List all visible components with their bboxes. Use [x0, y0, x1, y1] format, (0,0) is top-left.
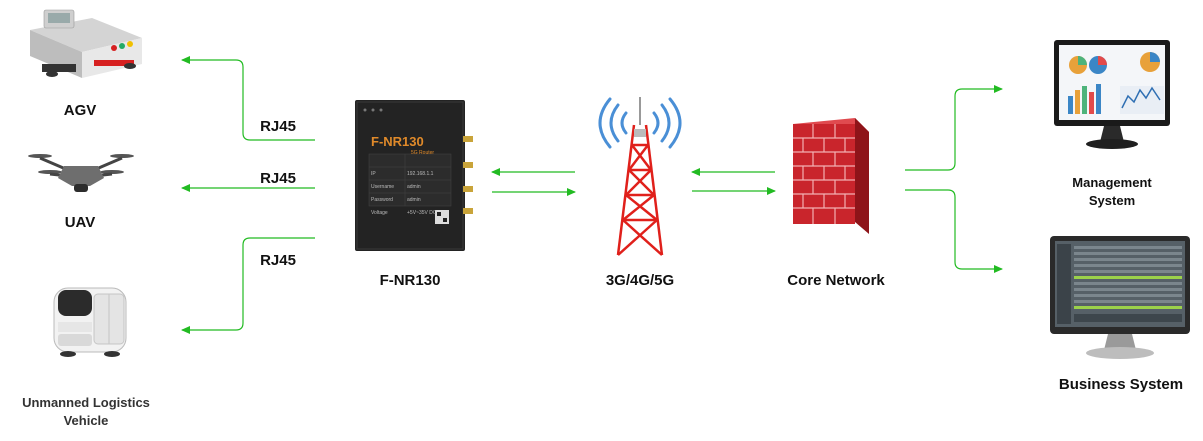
router-label: F-NR130 [379, 272, 441, 289]
link-business [905, 189, 1003, 273]
rj45-label-agv: RJ45 [260, 118, 296, 135]
link-logistics [181, 237, 315, 334]
link-management [905, 85, 1003, 171]
firewall-icon [793, 118, 869, 238]
rj45-label-logistics: RJ45 [260, 252, 296, 269]
management-label-line1: Management [1072, 175, 1152, 190]
spec-value: admin [407, 197, 421, 203]
spec-key: IP [371, 171, 376, 177]
cell-tower-icon [590, 95, 690, 260]
router-spec-row: Voltage +5V~35V DC [371, 207, 451, 220]
spec-key: Username [371, 184, 395, 190]
uav-image [28, 148, 134, 194]
core-network-label: Core Network [787, 272, 885, 289]
spec-value: 192.168.1.1 [407, 171, 434, 177]
management-label-line2: System [1088, 193, 1136, 208]
router-device: F-NR130 5G Router IP 192.168.1.1 Username… [355, 98, 477, 253]
router-panel-title: F-NR130 [371, 134, 424, 149]
logistics-label-line1: Unmanned Logistics [22, 395, 150, 410]
router-spec-row: IP 192.168.1.1 [371, 168, 451, 181]
uav-label: UAV [64, 214, 96, 231]
router-spec-table: IP 192.168.1.1 Username admin Password admi… [371, 168, 451, 220]
logistics-vehicle-image [48, 282, 132, 362]
business-system-label: Business System [1058, 376, 1184, 393]
logistics-label-line2: Vehicle [63, 413, 109, 428]
agv-image [22, 8, 147, 96]
logistics-vehicle-label: Unmanned Logistics Vehicle [0, 394, 172, 430]
spec-value: +5V~35V DC [407, 210, 437, 216]
tower-label: 3G/4G/5G [605, 272, 675, 289]
spec-key: Voltage [371, 210, 388, 216]
business-monitor-image [1048, 236, 1192, 362]
spec-value: admin [407, 184, 421, 190]
agv-label: AGV [63, 102, 97, 119]
router-spec-row: Username admin [371, 181, 451, 194]
router-panel-subtitle: 5G Router [411, 150, 435, 156]
link-agv [181, 56, 315, 141]
spec-key: Password [371, 197, 393, 203]
management-system-label: Management System [1052, 174, 1172, 210]
rj45-label-uav: RJ45 [260, 170, 296, 187]
router-spec-row: Password admin [371, 194, 451, 207]
management-monitor-image [1050, 40, 1174, 152]
